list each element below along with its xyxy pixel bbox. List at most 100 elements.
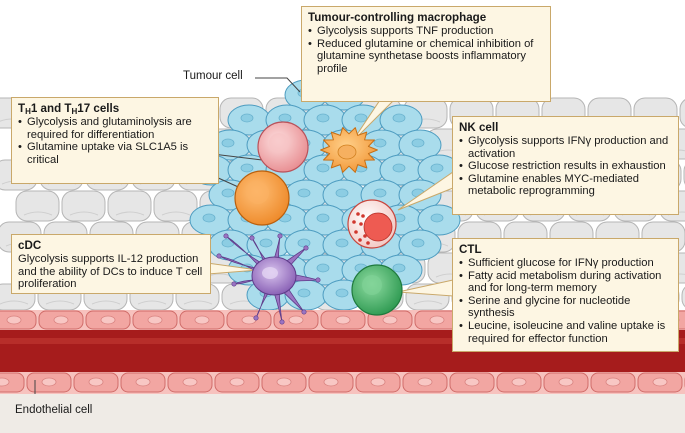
tissue-cell-shading (161, 211, 191, 216)
endothelial-nucleus (511, 377, 527, 387)
endothelial-nucleus (464, 377, 480, 387)
tissue-cell-shading (23, 211, 53, 216)
nk-cell-item: Glutamine enables MYC-mediated metabolic… (459, 173, 672, 198)
endothelial-nucleus (652, 377, 668, 387)
tumour-cell-nucleus (430, 213, 444, 223)
tumour-cell-nucleus (316, 213, 330, 223)
th1-cell-highlight (247, 182, 269, 204)
nk-granule (352, 220, 356, 224)
tumour-cell-leader (255, 77, 301, 93)
endothelial-nucleus (558, 377, 574, 387)
nk-cell-nucleus (363, 212, 393, 242)
tumour-cell-nucleus (297, 288, 311, 298)
tissue-cell-shading (115, 211, 145, 216)
nk-granule (359, 222, 363, 226)
endothelial-cell-label: Endothelial cell (15, 404, 93, 416)
nk-granule (356, 212, 360, 216)
dc-dendrite-tip (315, 277, 321, 283)
th-cells-title: TH1 and TH17 cells (18, 102, 120, 116)
endothelial-nucleus (194, 315, 210, 325)
nk-cell-title: NK cell (459, 121, 499, 134)
tumour-cell-nucleus (240, 163, 254, 173)
tumour-cell-nucleus (392, 163, 406, 173)
nk-granule (363, 234, 367, 238)
tumour-cell-nucleus (316, 263, 330, 273)
nk-granule (354, 230, 358, 234)
tissue-cell-shading (45, 300, 75, 305)
tumour-cell-nucleus (411, 238, 425, 248)
dc-cell-highlight (262, 267, 278, 279)
tumour-cell-nucleus (316, 163, 330, 173)
nk-granule (358, 238, 362, 242)
endothelial-nucleus (53, 315, 69, 325)
tumour-cell-nucleus (316, 113, 330, 123)
tissue-cell (681, 286, 685, 308)
tissue-cell-shading (0, 300, 29, 305)
endothelial-nucleus (335, 315, 351, 325)
macrophage-nucleus (337, 144, 357, 160)
endothelial-nucleus (0, 377, 10, 387)
tissue-cell-shading (137, 300, 167, 305)
dc-dendrite-tip (223, 233, 229, 239)
macrophage-item: Reduced glutamine or chemical inhibition… (308, 38, 544, 76)
dc-dendrite-tip (216, 253, 222, 259)
endothelial-nucleus (429, 315, 445, 325)
endothelial-nucleus (229, 377, 245, 387)
tissue-cell-shading (69, 211, 99, 216)
cdc-text: Glycolysis supports IL-12 production and… (18, 253, 203, 291)
tumour-cell-nucleus (354, 113, 368, 123)
dc-dendrite-tip (253, 315, 259, 321)
dc-dendrite-tip (231, 281, 237, 287)
endothelial-nucleus (288, 315, 304, 325)
macrophage-item: Glycolysis supports TNF production (308, 25, 544, 38)
tumour-cell-nucleus (221, 188, 235, 198)
dc-dendrite-tip (279, 319, 285, 325)
tumour-cell-nucleus (373, 188, 387, 198)
endothelial-nucleus (323, 377, 339, 387)
tumour-cell-nucleus (335, 288, 349, 298)
endothelial-nucleus (135, 377, 151, 387)
tumour-cell-nucleus (297, 188, 311, 198)
ctl-callout: CTL Sufficient glucose for IFNγ producti… (452, 238, 679, 352)
endothelial-nucleus (182, 377, 198, 387)
dc-dendrite-tip (303, 245, 309, 251)
nk-cell-item: Glycolysis supports IFNγ production and … (459, 135, 672, 160)
nk-cell-item: Glucose restriction results in exhaustio… (459, 160, 672, 173)
endothelial-cell (0, 372, 25, 393)
tumour-cell-nucleus (411, 138, 425, 148)
ctl-item: Sufficient glucose for IFNγ production (459, 257, 672, 270)
endothelial-nucleus (382, 315, 398, 325)
tumour-cell-nucleus (202, 213, 216, 223)
dc-dendrite-tip (277, 233, 283, 239)
cdc-callout: cDC Glycolysis supports IL-12 production… (11, 234, 211, 294)
th-cells-callout: TH1 and TH17 cells Glycolysis and glutam… (11, 97, 219, 184)
tumour-cell-label: Tumour cell (183, 70, 243, 82)
basement-area (0, 394, 685, 433)
macrophage-title: Tumour-controlling macrophage (308, 11, 487, 24)
nk-granule (366, 241, 370, 245)
macrophage-callout: Tumour-controlling macrophage Glycolysis… (301, 6, 551, 102)
ctl-item: Serine and glycine for nucleotide synthe… (459, 295, 672, 320)
tumour-cell-nucleus (392, 113, 406, 123)
endothelial-nucleus (417, 377, 433, 387)
th-cells-item: Glutamine uptake via SLC1A5 is critical (18, 141, 212, 166)
tumour-cell-nucleus (221, 138, 235, 148)
endothelial-nucleus (100, 315, 116, 325)
tissue-cell (61, 190, 106, 222)
tumour-cell-nucleus (373, 138, 387, 148)
tumour-cell-nucleus (278, 113, 292, 123)
endothelial-nucleus (41, 377, 57, 387)
ctl-item: Fatty acid metabolism during activation … (459, 270, 672, 295)
ctl-item: Leucine, isoleucine and valine uptake is… (459, 320, 672, 345)
endothelial-nucleus (370, 377, 386, 387)
nk-granule (361, 214, 365, 218)
tissue-cell (15, 190, 60, 222)
tissue-cell-shading (183, 300, 213, 305)
tumour-cell-nucleus (259, 238, 273, 248)
tissue-cell (679, 99, 685, 127)
tumour-cell-nucleus (297, 238, 311, 248)
tumour-cell-nucleus (335, 238, 349, 248)
endothelial-nucleus (147, 315, 163, 325)
tumour-cell-nucleus (335, 188, 349, 198)
